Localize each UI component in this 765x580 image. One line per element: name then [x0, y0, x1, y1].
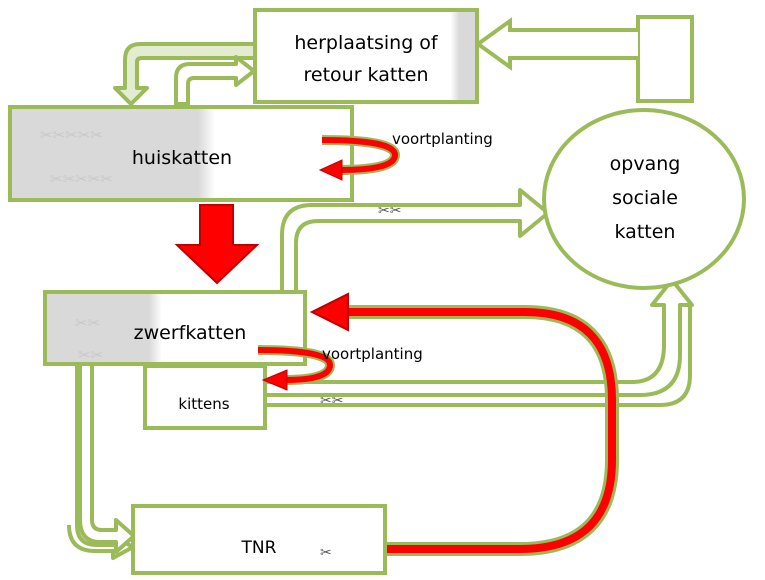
voortplanting-label-bottom: voortplanting	[322, 345, 423, 363]
zwerfkatten-scissors-bottom: ✂✂	[78, 346, 103, 364]
arrow-herplaatsing-to-huiskatten	[113, 42, 257, 106]
arrow-huiskatten-to-zwerfkatten	[174, 204, 260, 285]
arrow-opvang-to-herplaatsing	[474, 15, 694, 103]
huiskatten-scissors-bottom: ✂✂✂✂✂	[50, 170, 113, 188]
node-kittens: kittens	[143, 364, 267, 430]
arrow-tnr-to-zwerfkatten	[309, 292, 619, 556]
tnr-label: TNR	[241, 538, 277, 558]
herplaatsing-label-line1: herplaatsing of	[294, 32, 439, 54]
opvang-label-line1: opvang	[610, 153, 681, 175]
voortplanting-label-top: voortplanting	[392, 130, 493, 148]
node-opvang: opvang sociale katten	[542, 108, 746, 290]
scissor-icon-kittens-route: ✂✂	[320, 393, 343, 409]
arrow-zwerfkatten-to-opvang	[280, 188, 550, 294]
huiskatten-label: huiskatten	[132, 147, 232, 169]
tnr-scissor-icon: ✂	[320, 545, 332, 561]
reproduction-loop-huiskatten	[318, 135, 401, 181]
herplaatsing-label-line2: retour katten	[304, 64, 429, 86]
zwerfkatten-scissors-top: ✂✂	[75, 314, 100, 332]
arrow-huiskatten-to-herplaatsing	[174, 55, 256, 106]
reproduction-loop-zwerfkatten	[257, 345, 336, 391]
arrow-kittens-to-opvang	[266, 278, 694, 407]
node-tnr: TNR ✂	[131, 504, 387, 575]
scissor-icon-opvang-route: ✂✂	[378, 203, 401, 219]
opvang-label-line2: sociale	[612, 187, 678, 209]
huiskatten-scissors-top: ✂✂✂✂✂	[40, 126, 103, 144]
opvang-label-line3: katten	[615, 221, 676, 243]
kittens-label: kittens	[178, 395, 229, 413]
node-huiskatten: ✂✂✂✂✂ ✂✂✂✂✂ huiskatten	[8, 105, 354, 202]
node-herplaatsing: herplaatsing of retour katten	[253, 8, 479, 104]
arrow-zwerfkatten-to-tnr	[67, 366, 136, 560]
zwerfkatten-label: zwerfkatten	[134, 322, 247, 344]
